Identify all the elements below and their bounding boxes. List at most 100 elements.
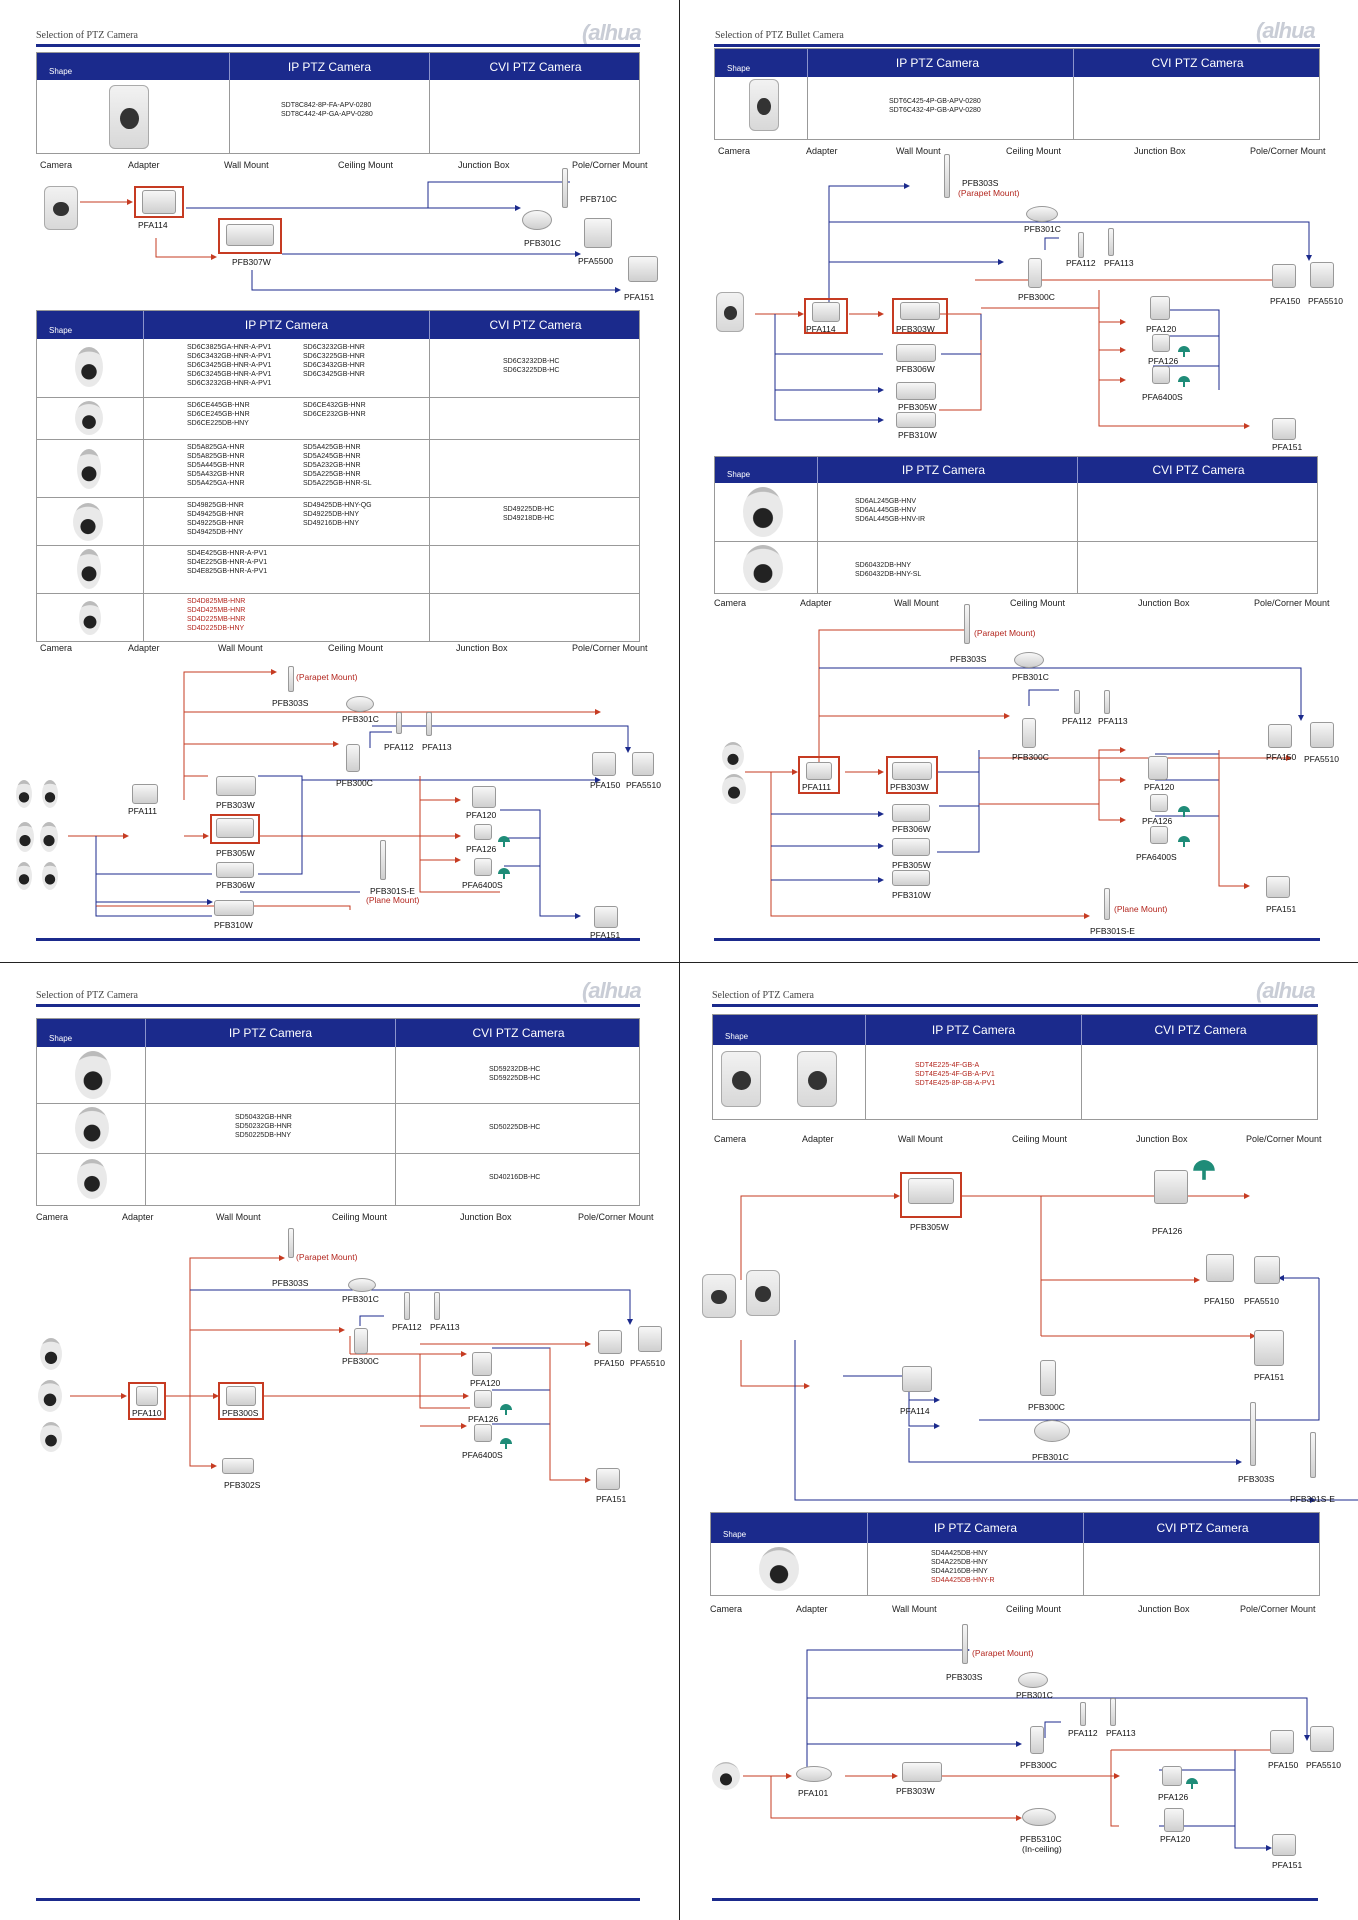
pfb301se-label: PFB301S-E bbox=[370, 886, 415, 896]
pfa6400s-label: PFA6400S bbox=[462, 880, 503, 890]
camera-group-image bbox=[16, 862, 32, 890]
brand-logo: alhua bbox=[1256, 978, 1315, 1004]
camera-image bbox=[77, 1159, 107, 1199]
pfb300s-label: PFB300S bbox=[222, 1408, 259, 1418]
camera-table-2: Shape IP PTZ Camera CVI PTZ Camera SD4A4… bbox=[710, 1512, 1320, 1596]
pfa150-label: PFA150 bbox=[1268, 1760, 1299, 1770]
pfa114-image bbox=[812, 302, 840, 322]
pfa113-image bbox=[426, 712, 432, 736]
camera-group-image bbox=[42, 862, 58, 890]
pfa112-image bbox=[1078, 232, 1084, 258]
parapet-note: (Parapet Mount) bbox=[296, 672, 358, 682]
camera-image bbox=[743, 487, 783, 537]
camera-table-2: Shape IP PTZ Camera CVI PTZ Camera SD6AL… bbox=[714, 456, 1318, 594]
pfa151-label: PFA151 bbox=[590, 930, 621, 940]
pfb305w-label: PFB305W bbox=[898, 402, 937, 412]
pfa150-image bbox=[1268, 724, 1292, 748]
pfb303w-image bbox=[902, 1762, 942, 1782]
pfa126-label: PFA126 bbox=[1158, 1792, 1189, 1802]
pfb303s-image bbox=[944, 154, 950, 198]
pfa120-label: PFA120 bbox=[1144, 782, 1175, 792]
camera-thumb bbox=[40, 1338, 62, 1370]
pfa101-label: PFA101 bbox=[798, 1788, 829, 1798]
parapet-note: (Parapet Mount) bbox=[974, 628, 1036, 638]
pfa120-image bbox=[1148, 756, 1168, 780]
pfb306w-image bbox=[216, 862, 254, 878]
pfb301c-image bbox=[1014, 652, 1044, 668]
pfa114-image bbox=[142, 190, 176, 214]
pfa151-label: PFA151 bbox=[1272, 1860, 1303, 1870]
camera-thumb bbox=[712, 1762, 740, 1790]
pfa126-image bbox=[1152, 334, 1170, 352]
pfb301c-image bbox=[1026, 206, 1058, 222]
pfa5510-label: PFA5510 bbox=[630, 1358, 665, 1368]
pfa150-image bbox=[1206, 1254, 1234, 1282]
pfb300c-image bbox=[354, 1328, 368, 1354]
pfa5510-image bbox=[638, 1326, 662, 1352]
pfb301se-image bbox=[1104, 888, 1110, 920]
pfa112-label: PFA112 bbox=[384, 742, 414, 752]
pfa5500-image bbox=[584, 218, 612, 248]
wallmount-highlight bbox=[218, 218, 282, 254]
camera-thumb bbox=[38, 1380, 62, 1412]
page-title: Selection of PTZ Camera bbox=[712, 990, 814, 1001]
model-list: SDT8C842-8P-FA-APV-0280 SDT8C442-4P-GA-A… bbox=[281, 102, 373, 118]
pfa151-image bbox=[628, 256, 658, 282]
pfb301c-label: PFB301C bbox=[1024, 224, 1061, 234]
diagram-connectors bbox=[70, 1255, 633, 1483]
pfa5510-label: PFA5510 bbox=[1308, 296, 1343, 306]
pfa6400s-image bbox=[474, 858, 492, 876]
umbrella-icon bbox=[500, 1404, 512, 1415]
pfa114-label: PFA114 bbox=[138, 220, 168, 230]
pfb300c-label: PFB300C bbox=[336, 778, 373, 788]
pfb303w-label: PFB303W bbox=[896, 324, 935, 334]
plane-note: (Plane Mount) bbox=[366, 895, 420, 905]
pfa151-label: PFA151 bbox=[624, 292, 655, 302]
umbrella-icon bbox=[1178, 346, 1190, 357]
pfa150-image bbox=[598, 1330, 622, 1354]
pfb305w-image bbox=[896, 382, 936, 400]
pfa5510-image bbox=[632, 752, 654, 776]
header-rule bbox=[714, 44, 1320, 47]
pfa151-image bbox=[1272, 418, 1296, 440]
pfb303s-image bbox=[1250, 1402, 1256, 1466]
pfa5510-label: PFA5510 bbox=[1244, 1296, 1279, 1306]
pfa120-image bbox=[1164, 1808, 1184, 1832]
camera-image bbox=[73, 503, 103, 541]
pfa111-image bbox=[806, 762, 832, 780]
pfa111-label: PFA111 bbox=[802, 782, 831, 792]
pfb303w-image bbox=[216, 776, 256, 796]
pfa126-image bbox=[474, 1390, 492, 1408]
camera-group-image bbox=[16, 780, 32, 808]
pfa126-label: PFA126 bbox=[468, 1414, 499, 1424]
pfa114-image bbox=[902, 1366, 932, 1392]
pfa112-label: PFA112 bbox=[1068, 1728, 1098, 1738]
umbrella-icon bbox=[500, 1438, 512, 1449]
umbrella-icon bbox=[498, 868, 510, 879]
pfb303s-label: PFB303S bbox=[946, 1672, 983, 1682]
camera-image bbox=[797, 1051, 837, 1107]
pfb300c-image bbox=[1022, 718, 1036, 748]
pfa151-image bbox=[1272, 1834, 1296, 1856]
camera-table-2: Shape IP PTZ Camera CVI PTZ Camera SD6C3… bbox=[36, 310, 640, 642]
footer-rule bbox=[714, 938, 1320, 941]
cvi-header: CVI PTZ Camera bbox=[429, 53, 641, 80]
pfa150-label: PFA150 bbox=[1204, 1296, 1235, 1306]
footer-rule bbox=[36, 938, 640, 941]
pfa126-label: PFA126 bbox=[1148, 356, 1179, 366]
pfa151-label: PFA151 bbox=[1272, 442, 1303, 452]
plane-note: (Plane Mount) bbox=[1114, 904, 1168, 914]
pfa6400s-image bbox=[1150, 826, 1168, 844]
pfb305w-label: PFB305W bbox=[216, 848, 255, 858]
camera-table-1: Shape IP PTZ Camera CVI PTZ Camera SDT8C… bbox=[36, 52, 640, 154]
pfa113-label: PFA113 bbox=[430, 1322, 460, 1332]
pfb306w-image bbox=[892, 804, 930, 822]
camera-image bbox=[75, 347, 103, 387]
camera-thumb bbox=[722, 774, 746, 804]
pfb303s-label: PFB303S bbox=[950, 654, 987, 664]
pfb301se-label: PFB301S-E bbox=[1290, 1494, 1335, 1504]
pfb301c-label: PFB301C bbox=[524, 238, 561, 248]
